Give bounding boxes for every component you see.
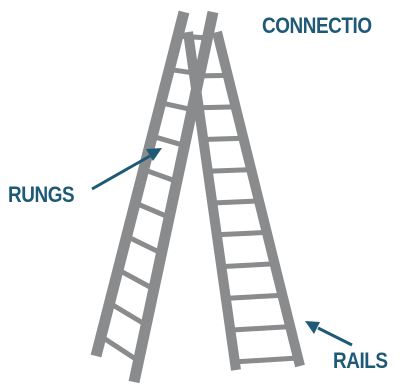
back-rung bbox=[212, 198, 260, 206]
front-rung bbox=[168, 66, 201, 77]
back-rung bbox=[216, 229, 267, 238]
back-rung bbox=[221, 261, 275, 270]
annotation-arrows bbox=[91, 148, 353, 347]
rungs-arrow-head bbox=[146, 148, 162, 161]
front-rung bbox=[142, 167, 178, 184]
back-rung bbox=[230, 324, 291, 333]
front-ladder bbox=[90, 10, 219, 384]
front-rung bbox=[99, 334, 140, 364]
rungs-label: RUNGS bbox=[8, 182, 75, 207]
connection-label: CONNECTIO bbox=[262, 13, 372, 38]
rails-label: RAILS bbox=[333, 348, 388, 373]
front-right-rail bbox=[128, 10, 219, 384]
front-rung bbox=[108, 300, 148, 328]
front-rung bbox=[151, 133, 186, 148]
rungs-arrow-line bbox=[91, 154, 151, 191]
back-rung bbox=[207, 167, 252, 174]
front-rung bbox=[116, 267, 156, 292]
back-rung bbox=[203, 135, 244, 142]
front-rung bbox=[125, 234, 163, 256]
front-rung bbox=[134, 200, 171, 220]
front-rung bbox=[160, 100, 193, 113]
back-rung bbox=[198, 104, 236, 111]
rails-arrow-line bbox=[317, 326, 353, 347]
front-rung bbox=[177, 33, 208, 41]
rails-arrow-head bbox=[305, 321, 320, 334]
back-rung bbox=[234, 355, 299, 365]
back-ladder bbox=[183, 30, 305, 371]
back-rung bbox=[225, 292, 283, 301]
